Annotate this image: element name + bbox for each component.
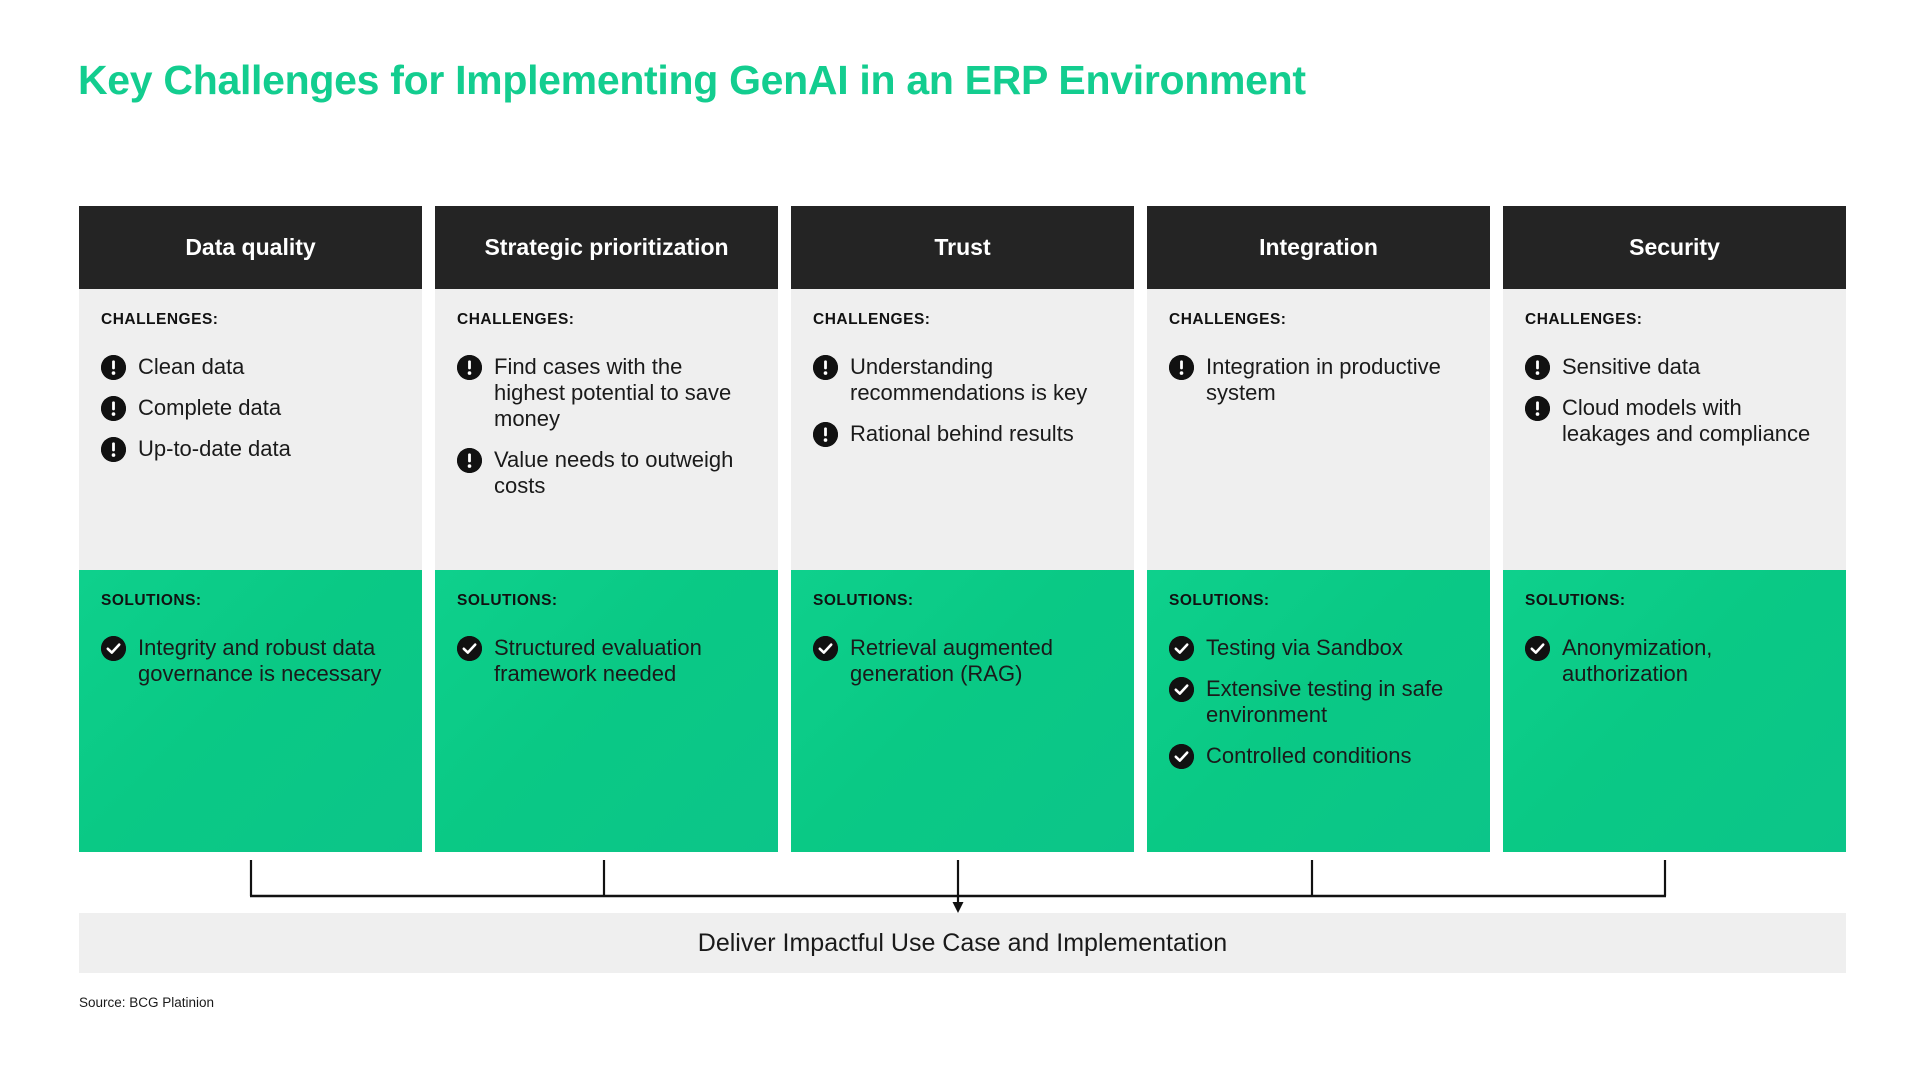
column-header-integration: Integration — [1147, 206, 1490, 289]
challenges-label: CHALLENGES: — [1169, 311, 1287, 328]
column-trust: Trust CHALLENGES: Understanding recommen… — [791, 206, 1134, 852]
solutions-list-trust: Retrieval augmented generation (RAG) — [813, 634, 1114, 687]
outcome-text: Deliver Impactful Use Case and Implement… — [697, 928, 1228, 957]
check-circle-icon — [1169, 636, 1194, 661]
list-item: Extensive testing in safe environment — [1169, 675, 1470, 728]
list-item-text: Up-to-date data — [138, 436, 291, 461]
exclamation-circle-icon — [1169, 355, 1194, 380]
solutions-label: SOLUTIONS: — [1169, 592, 1270, 609]
challenges-label: CHALLENGES: — [101, 311, 219, 328]
list-item-text: Retrieval augmented generation (RAG) — [850, 635, 1054, 686]
list-item: Value needs to outweigh costs — [457, 446, 758, 499]
list-item: Complete data — [101, 394, 402, 421]
list-item-text: Rational behind results — [850, 420, 1074, 446]
list-item: Anonymization, authorization — [1525, 634, 1826, 687]
challenges-label: CHALLENGES: — [813, 311, 931, 328]
challenges-label: CHALLENGES: — [457, 311, 575, 328]
source-note: Source: BCG Platinion — [79, 995, 215, 1010]
challenges-list-strategic-prioritization: Find cases with the highest potential to… — [457, 353, 758, 499]
exclamation-circle-icon — [813, 421, 838, 447]
exclamation-circle-icon — [101, 437, 126, 462]
list-item-text: Complete data — [138, 395, 282, 420]
exclamation-circle-icon — [813, 355, 838, 380]
list-item-text: Structured evaluation framework needed — [494, 635, 702, 686]
list-item-text: Extensive testing in safe environment — [1206, 676, 1444, 727]
check-circle-icon — [1169, 743, 1194, 769]
solutions-label: SOLUTIONS: — [457, 592, 558, 609]
list-item-text: Anonymization, authorization — [1562, 635, 1713, 686]
check-circle-icon — [1525, 636, 1550, 661]
list-item-text: Understanding recommendations is key — [850, 354, 1088, 405]
column-security: Security CHALLENGES: Sensitive data Clou… — [1503, 206, 1846, 852]
list-item-text: Integration in productive system — [1206, 354, 1441, 405]
challenges-panel-strategic-prioritization: CHALLENGES: Find cases with the highest … — [435, 289, 778, 570]
list-item: Controlled conditions — [1169, 742, 1470, 769]
exclamation-circle-icon — [1525, 396, 1550, 421]
list-item-text: Integrity and robust data governance is … — [138, 635, 382, 686]
solutions-label: SOLUTIONS: — [1525, 592, 1626, 609]
check-circle-icon — [457, 636, 482, 661]
solutions-list-integration: Testing via Sandbox Extensive testing in… — [1169, 634, 1470, 769]
list-item-text: Clean data — [138, 354, 245, 379]
list-item: Integrity and robust data governance is … — [101, 634, 402, 687]
challenges-panel-trust: CHALLENGES: Understanding recommendation… — [791, 289, 1134, 570]
outcome-bar: Deliver Impactful Use Case and Implement… — [79, 913, 1846, 973]
list-item: Understanding recommendations is key — [813, 353, 1114, 406]
solutions-list-data-quality: Integrity and robust data governance is … — [101, 634, 402, 687]
solutions-panel-integration: SOLUTIONS: Testing via Sandbox Extensive… — [1147, 570, 1490, 852]
solutions-label: SOLUTIONS: — [813, 592, 914, 609]
exclamation-circle-icon — [1525, 355, 1550, 380]
exclamation-circle-icon — [457, 447, 482, 473]
exclamation-circle-icon — [101, 355, 126, 380]
solutions-panel-strategic-prioritization: SOLUTIONS: Structured evaluation framewo… — [435, 570, 778, 852]
challenges-list-data-quality: Clean data Complete data Up-to-date data — [101, 353, 402, 462]
challenge-columns: Data quality CHALLENGES: Clean data Comp… — [79, 206, 1846, 852]
solutions-panel-security: SOLUTIONS: Anonymization, authorization — [1503, 570, 1846, 852]
solutions-list-strategic-prioritization: Structured evaluation framework needed — [457, 634, 758, 687]
list-item: Cloud models with leakages and complianc… — [1525, 394, 1826, 447]
check-circle-icon — [101, 636, 126, 661]
column-header-trust: Trust — [791, 206, 1134, 289]
list-item: Find cases with the highest potential to… — [457, 353, 758, 432]
solutions-list-security: Anonymization, authorization — [1525, 634, 1826, 687]
solutions-panel-data-quality: SOLUTIONS: Integrity and robust data gov… — [79, 570, 422, 852]
challenges-panel-data-quality: CHALLENGES: Clean data Complete data Up-… — [79, 289, 422, 570]
solutions-panel-trust: SOLUTIONS: Retrieval augmented generatio… — [791, 570, 1134, 852]
exclamation-circle-icon — [101, 396, 126, 421]
challenges-list-integration: Integration in productive system — [1169, 353, 1470, 406]
challenges-label: CHALLENGES: — [1525, 311, 1643, 328]
list-item-text: Find cases with the highest potential to… — [494, 354, 732, 431]
page-title: Key Challenges for Implementing GenAI in… — [78, 57, 1306, 103]
column-header-strategic-prioritization: Strategic prioritization — [435, 206, 778, 289]
list-item: Retrieval augmented generation (RAG) — [813, 634, 1114, 687]
column-integration: Integration CHALLENGES: Integration in p… — [1147, 206, 1490, 852]
list-item: Up-to-date data — [101, 435, 402, 462]
arrow-down-icon — [952, 896, 964, 913]
check-circle-icon — [813, 636, 838, 661]
check-circle-icon — [1169, 677, 1194, 702]
exclamation-circle-icon — [457, 355, 482, 380]
list-item: Clean data — [101, 353, 402, 380]
list-item: Integration in productive system — [1169, 353, 1470, 406]
list-item-text: Value needs to outweigh costs — [494, 446, 734, 498]
challenges-panel-integration: CHALLENGES: Integration in productive sy… — [1147, 289, 1490, 570]
list-item-text: Sensitive data — [1562, 354, 1701, 379]
list-item: Testing via Sandbox — [1169, 634, 1470, 661]
challenges-panel-security: CHALLENGES: Sensitive data Cloud models … — [1503, 289, 1846, 570]
list-item: Rational behind results — [813, 420, 1114, 447]
column-strategic-prioritization: Strategic prioritization CHALLENGES: Fin… — [435, 206, 778, 852]
list-item: Sensitive data — [1525, 353, 1826, 380]
column-header-security: Security — [1503, 206, 1846, 289]
column-data-quality: Data quality CHALLENGES: Clean data Comp… — [79, 206, 422, 852]
solutions-label: SOLUTIONS: — [101, 592, 202, 609]
column-header-data-quality: Data quality — [79, 206, 422, 289]
list-item-text: Testing via Sandbox — [1206, 635, 1403, 660]
list-item: Structured evaluation framework needed — [457, 634, 758, 687]
challenges-list-security: Sensitive data Cloud models with leakage… — [1525, 353, 1826, 447]
challenges-list-trust: Understanding recommendations is key Rat… — [813, 353, 1114, 447]
list-item-text: Controlled conditions — [1206, 742, 1412, 768]
list-item-text: Cloud models with leakages and complianc… — [1562, 395, 1811, 446]
